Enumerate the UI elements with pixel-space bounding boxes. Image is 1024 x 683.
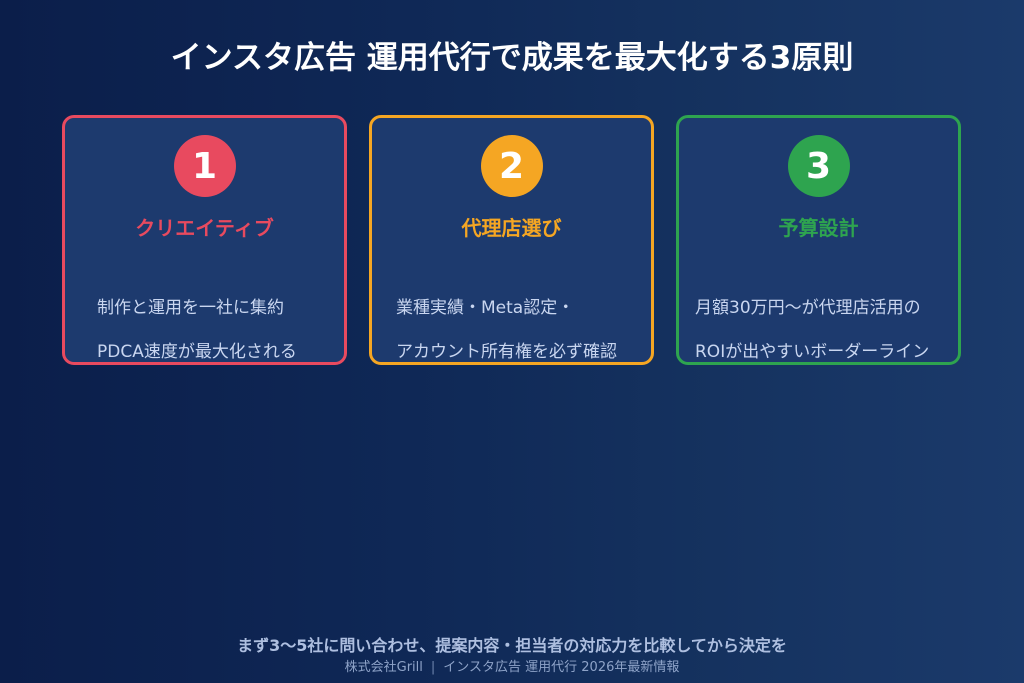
card-description: 月額30万円〜が代理店活用の ROIが出やすいボーダーライン bbox=[695, 275, 946, 385]
footer-credit: 株式会社Grill | インスタ広告 運用代行 2026年最新情報 bbox=[0, 656, 1024, 675]
number-badge: 1 bbox=[173, 135, 236, 197]
card-heading: 代理店選び bbox=[461, 216, 562, 240]
description-line: アカウント所有権を必ず確認 bbox=[396, 342, 617, 362]
description-line: 制作と運用を一社に集約 bbox=[97, 298, 284, 318]
principle-card-creative: 1 クリエイティブ 制作と運用を一社に集約 PDCA速度が最大化される bbox=[62, 115, 347, 365]
card-description: 制作と運用を一社に集約 PDCA速度が最大化される bbox=[97, 275, 332, 385]
card-description: 業種実績・Meta認定・ アカウント所有権を必ず確認 bbox=[396, 275, 639, 385]
principles-cards: 1 クリエイティブ 制作と運用を一社に集約 PDCA速度が最大化される 2 代理… bbox=[62, 115, 961, 365]
separator: | bbox=[430, 660, 436, 675]
footer-tagline: インスタ広告 運用代行 2026年最新情報 bbox=[443, 660, 680, 675]
description-line: 月額30万円〜が代理店活用の bbox=[695, 298, 921, 318]
footer-advice: まず3〜5社に問い合わせ、提案内容・担当者の対応力を比較してから決定を bbox=[237, 636, 787, 655]
principle-card-agency: 2 代理店選び 業種実績・Meta認定・ アカウント所有権を必ず確認 bbox=[369, 115, 654, 365]
card-heading: 予算設計 bbox=[778, 216, 859, 240]
company-name: 株式会社Grill bbox=[344, 660, 423, 675]
description-line: PDCA速度が最大化される bbox=[97, 342, 297, 362]
number-badge: 3 bbox=[787, 135, 850, 197]
number-badge: 2 bbox=[480, 135, 543, 197]
page-title: インスタ広告 運用代行で成果を最大化する3原則 bbox=[170, 40, 854, 76]
description-line: 業種実績・Meta認定・ bbox=[396, 298, 575, 318]
principle-card-budget: 3 予算設計 月額30万円〜が代理店活用の ROIが出やすいボーダーライン bbox=[676, 115, 961, 365]
card-heading: クリエイティブ bbox=[135, 216, 274, 240]
description-line: ROIが出やすいボーダーライン bbox=[695, 342, 930, 362]
